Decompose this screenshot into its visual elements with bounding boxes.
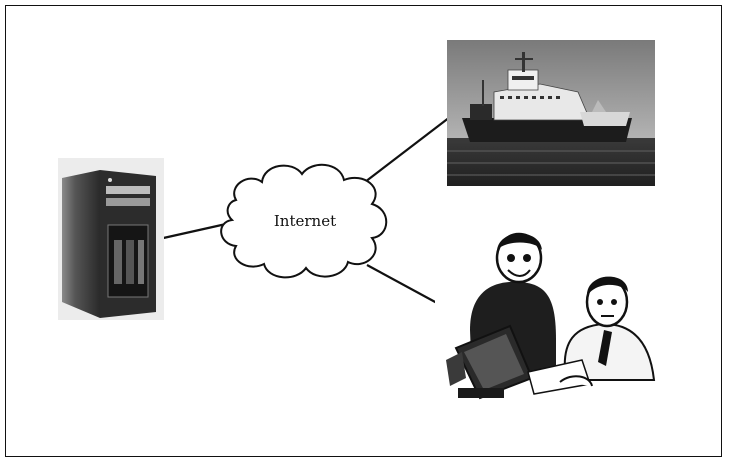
people-at-computer-clipart xyxy=(435,232,675,415)
server-to-internet-line xyxy=(149,220,236,243)
connection-lines xyxy=(149,116,451,304)
ship-photo xyxy=(447,40,655,186)
internet-to-ship-line xyxy=(364,116,451,183)
server-tower-icon xyxy=(58,158,164,320)
internet-to-office-line xyxy=(366,264,438,304)
cloud-icon: Internet xyxy=(220,164,388,279)
internet-label: Internet xyxy=(274,212,336,230)
